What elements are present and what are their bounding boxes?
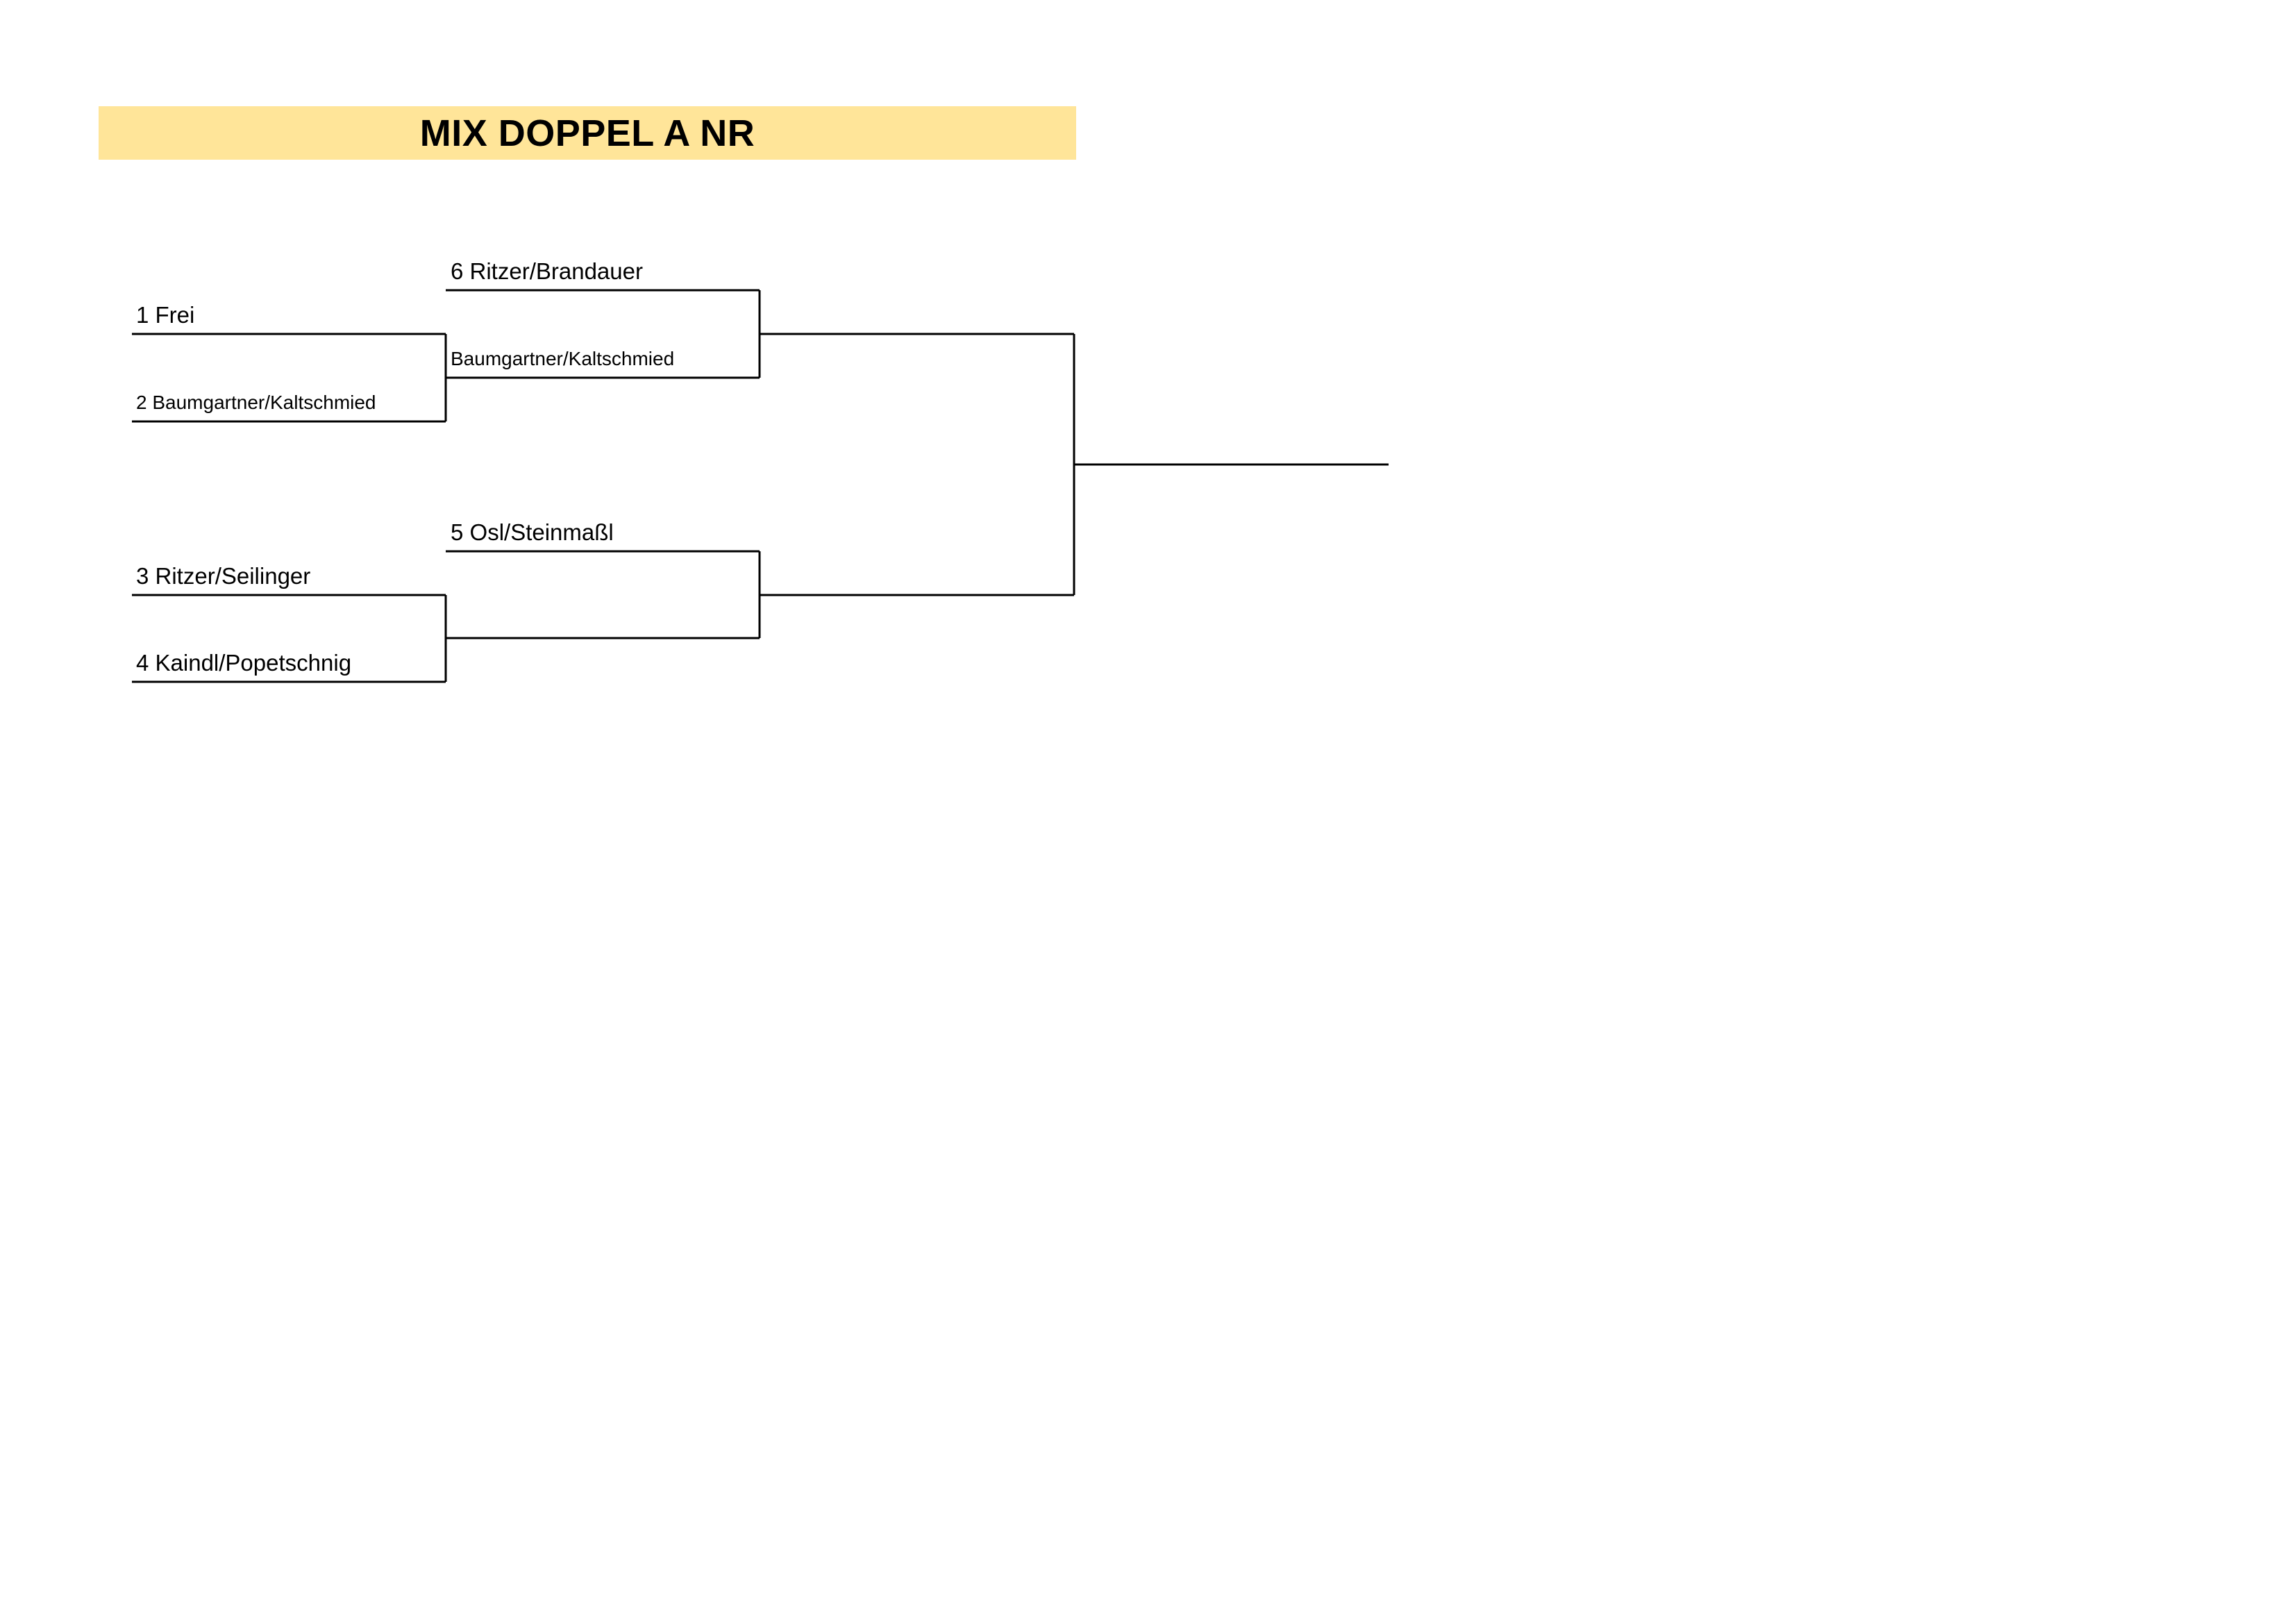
r1-m2-bottom-label: 4 Kaindl/Popetschnig — [136, 650, 352, 676]
r2-m2-top-label: 5 Osl/Steinmaßl — [451, 519, 614, 545]
r1-m1-bottom-label: 2 Baumgartner/Kaltschmied — [136, 392, 376, 413]
r1-m2-top-label: 3 Ritzer/Seilinger — [136, 563, 311, 589]
r2-m1-bottom-label: Baumgartner/Kaltschmied — [451, 348, 675, 369]
r1-m1-top-label: 1 Frei — [136, 302, 195, 328]
r2-m1-top-label: 6 Ritzer/Brandauer — [451, 258, 643, 284]
page-title: MIX DOPPEL A NR — [419, 112, 755, 154]
title-banner: MIX DOPPEL A NR — [99, 106, 1076, 160]
